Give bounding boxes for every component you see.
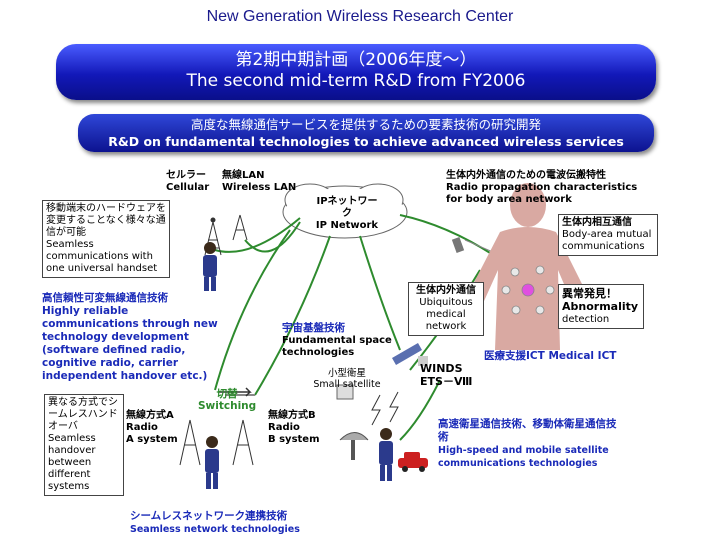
radio-b-en2: B system: [268, 434, 320, 446]
radio-b-label: 無線方式B Radio B system: [268, 410, 320, 446]
satellite-comms-label: 高速衛星通信技術、移動体衛星通信技術 High-speed and mobile…: [438, 418, 618, 470]
radio-a-label: 無線方式A Radio A system: [126, 410, 178, 446]
body-area-propagation-label: 生体内外通信のための電波伝搬特性 Radio propagation chara…: [446, 170, 646, 206]
switching-en: Switching: [198, 400, 256, 412]
seamless-net-jp: シームレスネットワーク連携技術: [130, 510, 300, 523]
signal-wave-icon-2: [390, 392, 398, 422]
reliable-jp: 高信頼性可変無線通信技術: [42, 292, 222, 305]
link-cloud-radio-a: [215, 230, 290, 390]
space-jp: 宇宙基盤技術: [282, 322, 392, 335]
handset-box-en: Seamless communications with one univers…: [46, 239, 166, 275]
universal-handset-box: 移動端末のハードウェアを変更することなく様々な通信が可能 Seamless co…: [42, 200, 170, 278]
body-mutual-en: Body-area mutual communications: [562, 229, 654, 253]
winds-label: WINDS ETS－Ⅷ: [420, 362, 472, 388]
small-satellite-label: 小型衛星 Small satellite: [312, 365, 382, 390]
user-with-handset-icon-1: [203, 242, 217, 291]
detection-en: detection: [562, 313, 640, 326]
body-mutual-box: 生体内相互通信 Body-area mutual communications: [558, 214, 658, 256]
seamless-net-en: Seamless network technologies: [130, 523, 300, 536]
ubiquitous-jp: 生体内外通信: [412, 285, 480, 297]
handover-box-en: Seamless handover between different syst…: [48, 433, 120, 493]
handover-box-jp: 異なる方式でシームレスハンドオーバ: [48, 397, 120, 433]
winds-l2: ETS－Ⅷ: [420, 375, 472, 388]
signal-wave-icon: [372, 395, 380, 425]
satellite-dish-icon: [340, 433, 368, 461]
winds-l1: WINDS: [420, 362, 472, 375]
body-area-jp: 生体内外通信のための電波伝搬特性: [446, 170, 646, 182]
radio-b-en1: Radio: [268, 422, 320, 434]
user-with-handset-icon-3: [379, 428, 393, 481]
medical-ict-label: 医療支援ICT Medical ICT: [484, 350, 616, 363]
handset-box-jp: 移動端末のハードウェアを変更することなく様々な通信が可能: [46, 203, 166, 239]
user-with-handset-icon-2: [205, 436, 219, 489]
small-sat-jp: 小型衛星: [312, 365, 382, 379]
space-en: Fundamental space technologies: [282, 335, 392, 359]
abnormality-jp: 異常発見！: [562, 287, 640, 300]
seamless-network-label: シームレスネットワーク連携技術 Seamless network technol…: [130, 510, 300, 536]
ubiquitous-en: Ubiquitous medical network: [412, 297, 480, 333]
ip-network-en: IP Network: [312, 220, 382, 232]
wlan-antenna-icon: [233, 215, 247, 240]
cellular-en: Cellular: [166, 182, 209, 194]
small-sat-en: Small satellite: [312, 379, 382, 390]
highspeed-jp: 高速衛星通信技術、移動体衛星通信技術: [438, 418, 618, 444]
switching-label: 切替 Switching: [198, 388, 256, 412]
medical-ict-jp: 医療支援ICT: [484, 350, 545, 362]
seamless-handover-box: 異なる方式でシームレスハンドオーバ Seamless handover betw…: [44, 394, 124, 496]
abnormality-box: 異常発見！ Abnormality detection: [558, 284, 644, 329]
radio-a-jp: 無線方式A: [126, 410, 178, 422]
link-satellite-ground: [400, 380, 440, 440]
wlan-jp: 無線LAN: [222, 170, 296, 182]
body-mutual-jp: 生体内相互通信: [562, 217, 654, 229]
radio-b-jp: 無線方式B: [268, 410, 320, 422]
ip-network-label: IPネットワーク IP Network: [312, 196, 382, 232]
highspeed-en: High-speed and mobile satellite communic…: [438, 444, 618, 470]
wlan-label: 無線LAN Wireless LAN: [222, 170, 296, 194]
wlan-en: Wireless LAN: [222, 182, 296, 194]
radio-a-en1: Radio: [126, 422, 178, 434]
medical-ict-en: Medical ICT: [548, 350, 616, 362]
ip-network-jp: IPネットワーク: [312, 196, 382, 220]
cellular-label: セルラー Cellular: [166, 170, 209, 194]
radio-a-en2: A system: [126, 434, 178, 446]
space-tech-label: 宇宙基盤技術 Fundamental space technologies: [282, 322, 392, 359]
reliable-en: Highly reliable communications through n…: [42, 305, 222, 383]
body-area-en: Radio propagation characteristics for bo…: [446, 182, 646, 206]
abnormality-en: Abnormality: [562, 300, 640, 313]
radio-a-antenna-icon: [180, 420, 200, 465]
switching-jp: 切替: [198, 388, 256, 400]
cellular-jp: セルラー: [166, 170, 209, 182]
ubiquitous-network-box: 生体内外通信 Ubiquitous medical network: [408, 282, 484, 336]
car-icon: [398, 452, 428, 472]
radio-b-antenna-icon: [233, 420, 253, 465]
reliable-comms-label: 高信頼性可変無線通信技術 Highly reliable communicati…: [42, 292, 222, 383]
mobile-phone-icon: [452, 237, 464, 253]
